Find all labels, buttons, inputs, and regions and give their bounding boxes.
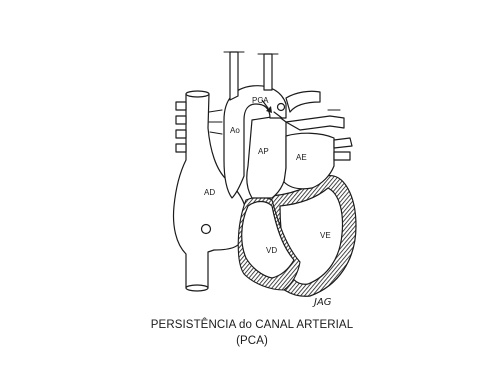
figure-caption-abbrev: (PCA) [0, 335, 504, 347]
artist-signature: JAG [312, 297, 332, 308]
label-ve: VE [320, 231, 331, 240]
brachiocephalic-trunk [230, 52, 238, 100]
label-ap: AP [258, 147, 269, 156]
ductus-opening [278, 104, 285, 111]
label-vd: VD [266, 246, 277, 255]
figure-caption-title: PERSISTÊNCIA do CANAL ARTERIAL [0, 319, 504, 331]
descending-aorta [286, 91, 320, 112]
left-carotid [264, 54, 272, 90]
left-pulmonary-artery [286, 116, 344, 130]
label-ad: AD [204, 188, 215, 197]
left-pulmonary-veins [334, 138, 352, 160]
pulmonary-artery-shape [247, 116, 286, 198]
svc-opening [186, 91, 209, 97]
coronary-sinus-circle [202, 225, 211, 234]
ivc-opening [186, 285, 208, 291]
label-ao: Ao [230, 126, 240, 135]
label-ae: AE [296, 153, 307, 162]
label-pca: PCA [252, 96, 269, 105]
